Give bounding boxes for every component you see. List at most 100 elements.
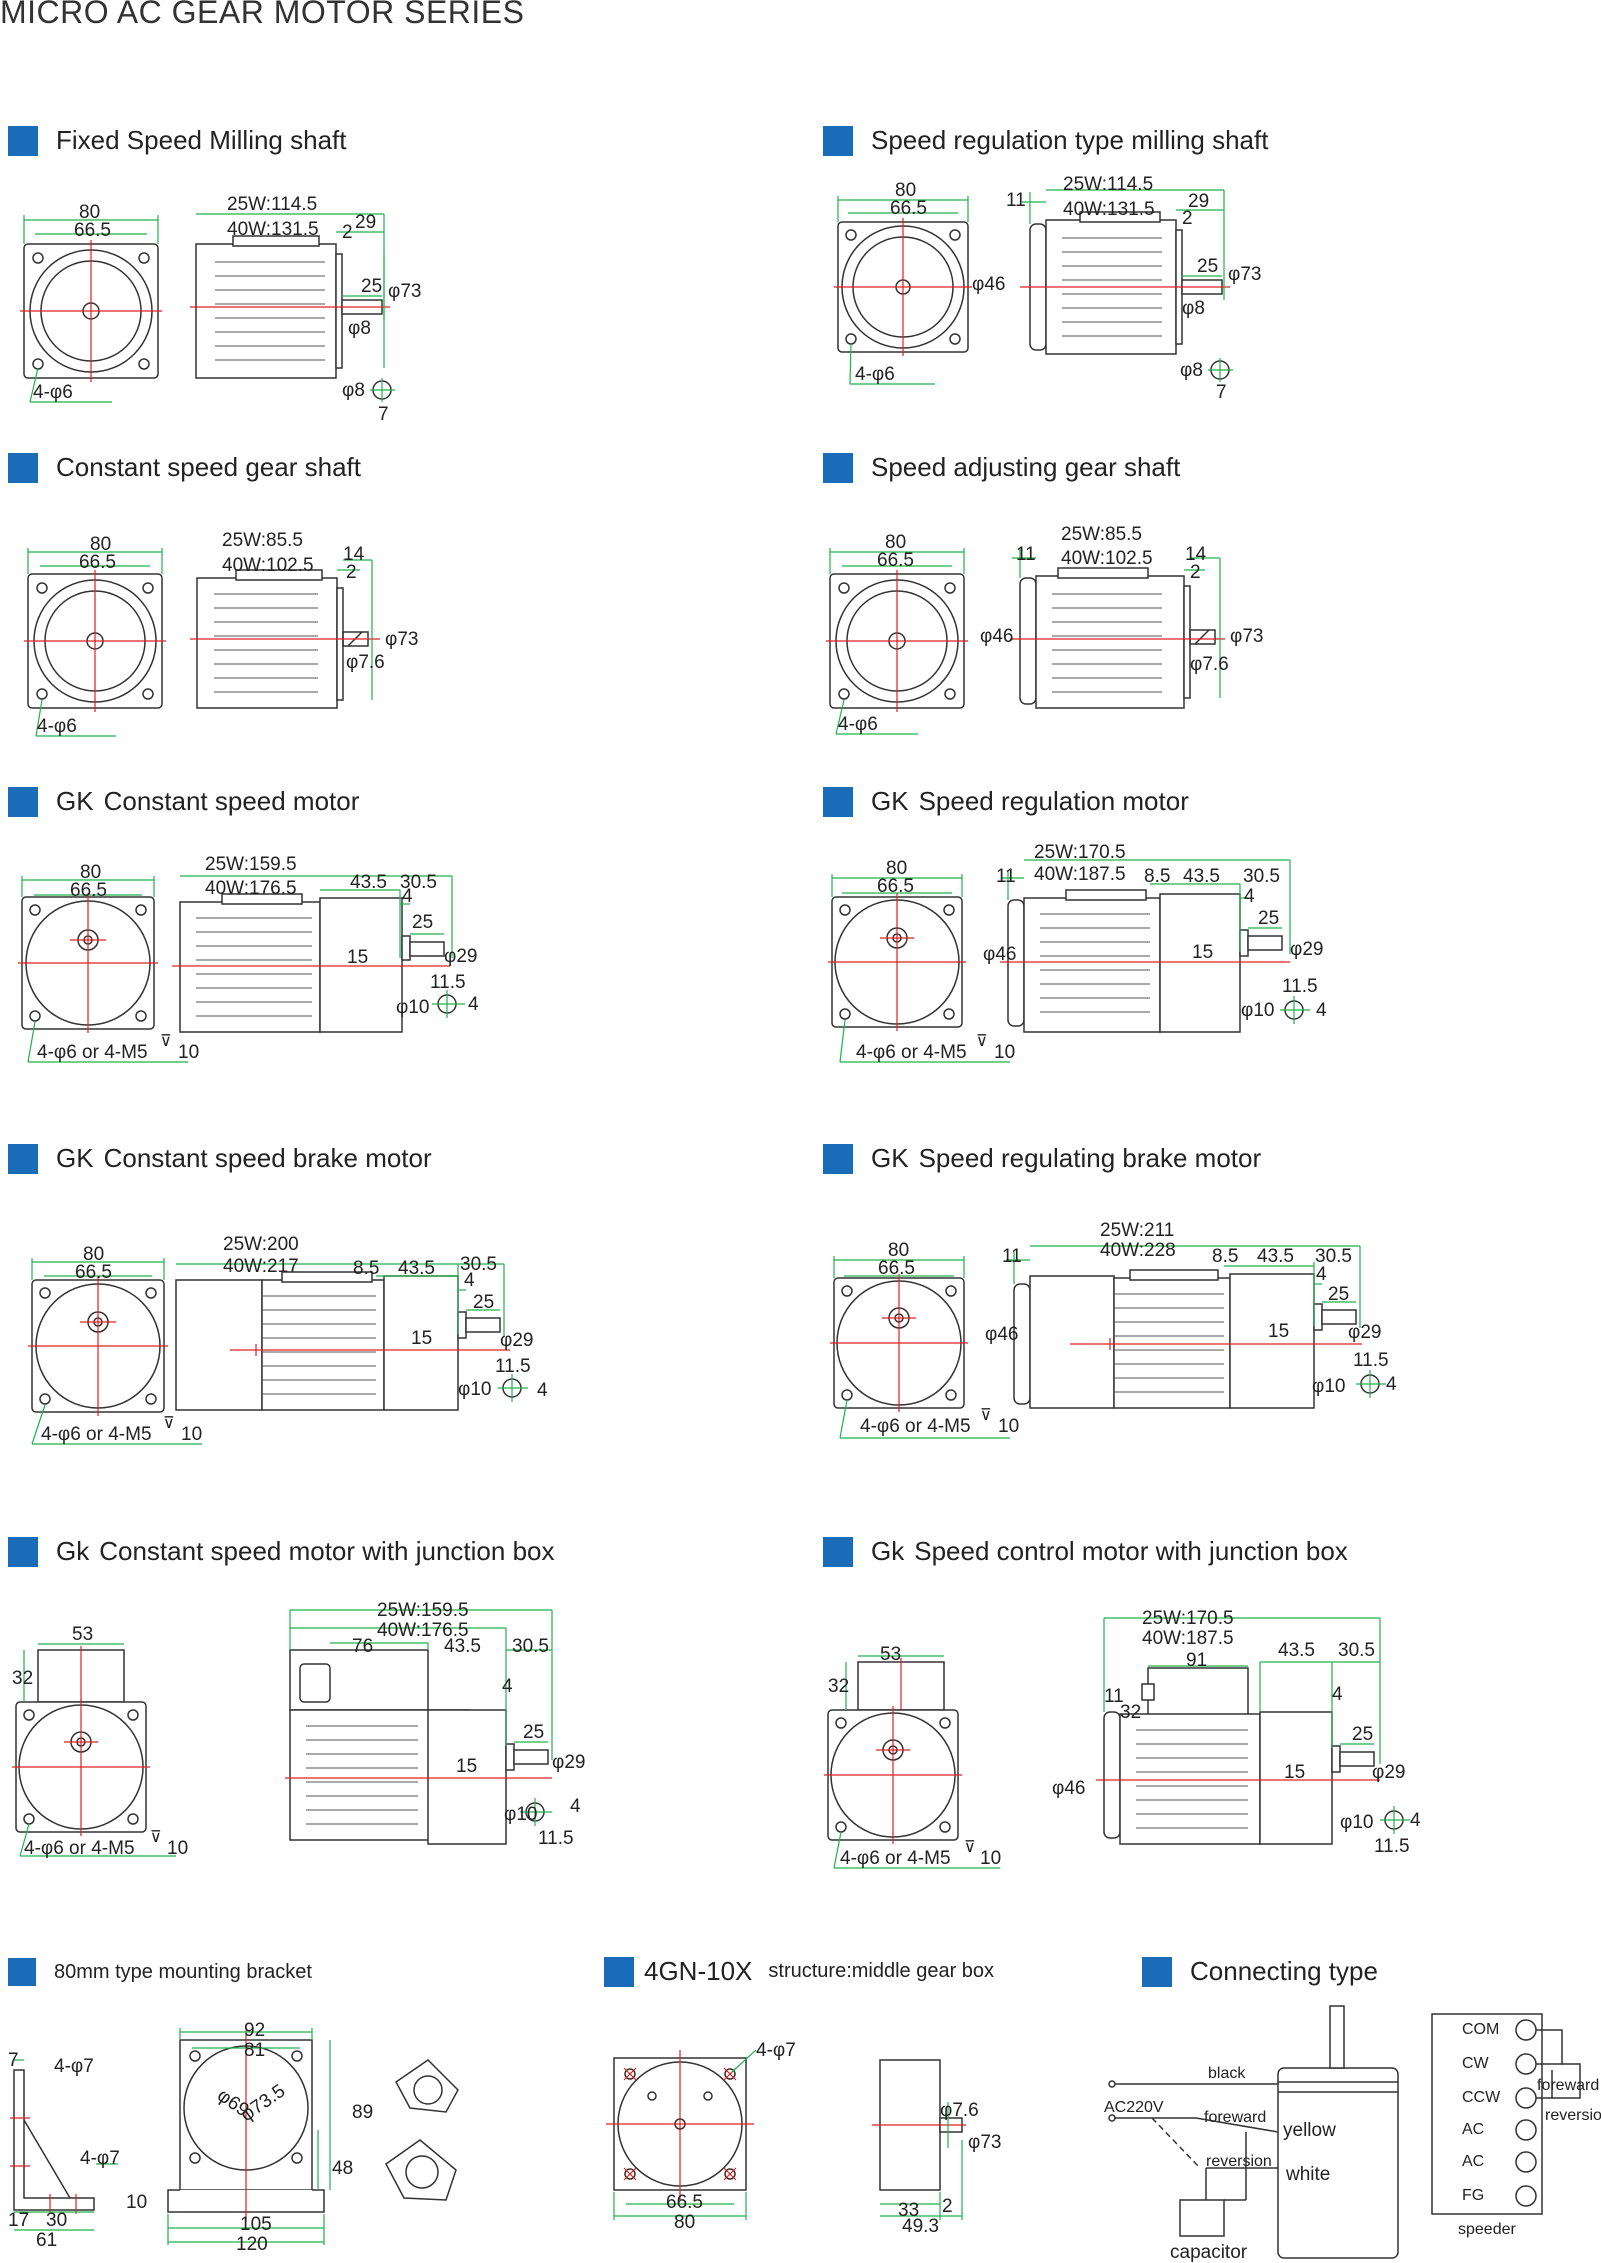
dim-label: φ7.6 [940,2100,979,2121]
dim-label: 30.5 [400,872,437,893]
dim-label: 4 [468,994,479,1015]
drawing-gk-constant-speed-brake-motor: 80 66.5 4-φ6 or 4-M5 ⊽ 10 25W:200 40W:21… [28,1234,548,1445]
terminal-label: COM [1462,2021,1499,2038]
dim-label: 120 [236,2234,268,2255]
dim-label: φ46 [972,274,1005,295]
dim-label: 40W:102.5 [1061,548,1153,569]
dim-label: 66.5 [877,550,914,571]
dim-label: 7 [378,404,389,425]
dim-label: 8.5 [1144,866,1170,887]
wire-label: yellow [1283,2120,1336,2141]
drawing-gk-constant-speed-junction-box: 53 32 4-φ6 or 4-M5 ⊽ 10 25W:159.5 40W:17… [12,1600,585,1859]
dim-label: 4-φ7 [54,2056,94,2077]
dim-label: 80 [80,862,101,883]
dim-label: 2 [342,222,353,243]
dim-label: 43.5 [1183,866,1220,887]
section-label: Fixed Speed Milling shaft [56,125,347,155]
dim-label: φ7.6 [1190,654,1229,675]
blue-square-icon [823,452,853,483]
dim-label: 4-φ6 [37,716,77,737]
dim-label: 4 [1316,1000,1327,1021]
front-view [12,1643,176,1857]
terminal-note: reversion [1545,2107,1601,2124]
dim-label: φ46 [1052,1778,1085,1799]
dim-label: 4-φ7 [80,2148,120,2169]
dim-label: 11.5 [430,972,466,993]
dim-label: 2 [942,2196,953,2217]
section-label: 4GN-10X [644,1956,753,1986]
dim-label: 4 [1386,1374,1397,1395]
dim-label: φ10 [458,1379,491,1400]
dim-label: 4 [570,1796,581,1817]
side-view [1000,859,1310,1033]
side-view [1006,1245,1386,1409]
dim-label: 80 [885,532,906,553]
dim-label: 66.5 [877,876,914,897]
dim-label: 25W:170.5 [1142,1608,1234,1629]
side-view [1096,1617,1410,1845]
dim-label: 4-φ6 [838,714,878,735]
front-view [18,876,188,1063]
blue-square-icon [8,1143,38,1174]
front-view [824,1655,1000,1869]
dim-label: 25 [1258,908,1279,929]
dim-label: 53 [880,1644,901,1665]
dim-label: 66.5 [878,1258,915,1279]
dim-label: φ46 [980,626,1013,647]
dim-label: φ29 [1290,939,1323,960]
dim-label: 4-φ6 [855,364,895,385]
dim-label: 30 [46,2210,67,2231]
dim-label: 30.5 [1243,866,1280,887]
dim-label: φ29 [500,1330,533,1351]
front-view [830,1256,1010,1439]
section-header-speed-adjusting-gear-shaft: Speed adjusting gear shaft [823,452,1180,483]
dim-label: 11.5 [1353,1350,1389,1371]
dim-label: 25 [1352,1724,1373,1745]
dim-label: 43.5 [1257,1246,1294,1267]
dim-label: 4 [464,1270,475,1291]
dim-label: 4-φ6 or 4-M5 [860,1416,971,1437]
dim-label: 32 [12,1668,33,1689]
dim-label: 10 [998,1416,1019,1437]
dim-label: 25 [523,1722,544,1743]
front-view [828,874,1010,1063]
dim-label: 15 [1192,942,1213,963]
section-header-constant-speed-gear-shaft: Constant speed gear shaft [8,452,361,483]
section-label: Speed control motor with junction box [914,1536,1348,1566]
dim-label: 10 [980,1848,1001,1869]
dim-label: 91 [1186,1650,1207,1671]
side-view [285,1609,553,1845]
dim-label: 2 [346,562,357,583]
wire-label: black [1208,2065,1246,2082]
dim-label: 43.5 [350,872,387,893]
dim-label: φ29 [1348,1322,1381,1343]
dim-label: 4-φ6 [33,382,73,403]
dim-label: 80 [895,180,916,201]
dim-label: φ73 [968,2132,1001,2153]
terminal-label: CW [1462,2055,1490,2072]
dim-label: 4 [502,1676,513,1697]
dim-label: 7 [8,2050,19,2071]
dim-label: 25W:159.5 [205,854,297,875]
section-label: Constant speed motor with junction box [99,1536,555,1566]
dim-label: 25W:200 [223,1234,299,1255]
dim-label: 15 [1268,1321,1289,1342]
dim-label: 80 [888,1240,909,1261]
dim-label: 14 [1185,544,1207,565]
front-view [826,548,968,735]
bracket-3d-view [385,2059,459,2201]
depth-icon: ⊽ [150,1829,162,1846]
wiring-diagram [1108,2005,1399,2259]
dim-label: 48 [332,2158,353,2179]
dim-label: φ73 [1230,626,1263,647]
dim-label: 8.5 [353,1258,379,1279]
dim-label: 61 [36,2230,57,2251]
dim-label: 43.5 [1278,1640,1315,1661]
dim-label: 80 [674,2212,695,2233]
drawing-gearbox-4gn10x: 4-φ7 66.5 80 φ7.6 φ73 33 2 49.3 [606,2040,1001,2237]
